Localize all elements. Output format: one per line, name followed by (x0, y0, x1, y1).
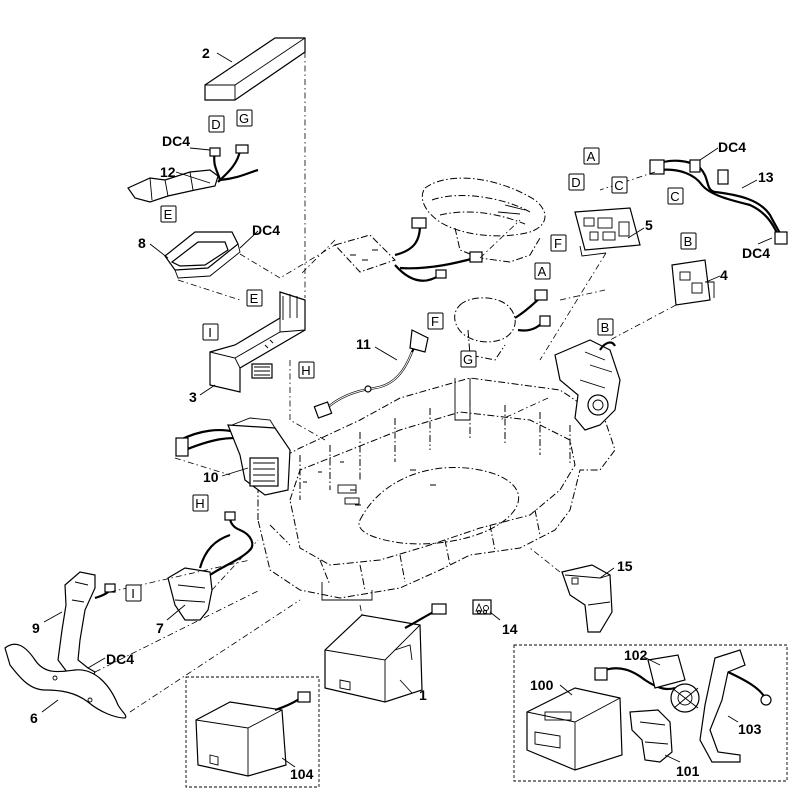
connector-h-bracket: H (301, 363, 310, 378)
charge-module-101 (629, 709, 673, 763)
connector-f-board: F (554, 236, 562, 251)
bracket-7 (167, 511, 254, 621)
display-cover-unit (421, 177, 546, 263)
top-cover-plate (204, 37, 306, 101)
drive-motor-icon (454, 289, 551, 361)
connector-d-top: D (211, 117, 220, 132)
connector-b-motor: B (601, 320, 610, 335)
connector-e-left: E (164, 207, 173, 222)
cable-11 (313, 329, 429, 419)
connector-b-board: B (684, 234, 693, 249)
battery-pack-100 (526, 687, 623, 771)
dc4-label-13-top: DC4 (718, 139, 746, 155)
sensor-assembly-10 (175, 417, 291, 496)
connector-h-lower: H (195, 496, 204, 511)
connector-d-board: D (571, 175, 580, 190)
exploded-guide-lines (94, 52, 677, 713)
connector-a-motor: A (538, 264, 547, 279)
battery-pack-icon (324, 603, 447, 703)
ribbon-103 (699, 649, 772, 763)
part-number-15: 15 (617, 558, 633, 574)
part-number-10: 10 (203, 469, 219, 485)
part-number-12: 12 (160, 164, 176, 180)
connector-tags (125, 109, 697, 602)
circuit-board-icon (574, 207, 641, 257)
ribbon-cable-12 (127, 144, 259, 203)
part-number-3: 3 (189, 389, 197, 405)
dc4-label-top: DC4 (162, 133, 190, 149)
part-number-5: 5 (645, 217, 653, 233)
shield-plate-6 (4, 643, 127, 719)
part-number-100: 100 (530, 677, 554, 693)
dc4-label-9: DC4 (106, 651, 134, 667)
ribbon-loop-8 (164, 231, 241, 279)
part-number-101: 101 (676, 763, 700, 779)
connector-e-bracket: E (250, 291, 259, 306)
part-number-13: 13 (758, 169, 774, 185)
part-number-1: 1 (419, 687, 427, 703)
part-number-7: 7 (156, 620, 164, 636)
leader-lines (41, 52, 773, 768)
part-number-103: 103 (738, 721, 762, 737)
part-number-104: 104 (290, 766, 314, 782)
wire-harness-icon (649, 159, 788, 245)
mounting-bracket-3 (209, 291, 306, 393)
part-number-2: 2 (202, 45, 210, 61)
connector-g-center: G (463, 352, 473, 367)
gear-motor-right (554, 339, 621, 431)
part-number-102: 102 (624, 647, 648, 663)
connector-f-cable: F (431, 314, 439, 329)
battery-pack-104 (195, 691, 311, 777)
part-number-4: 4 (720, 267, 728, 283)
connector-i-bracket: I (208, 325, 212, 340)
connector-c-harness: C (670, 189, 679, 204)
part-number-6: 6 (30, 710, 38, 726)
part-number-14: 14 (502, 621, 518, 637)
part-15-housing (561, 564, 613, 633)
warning-label-icon (472, 599, 492, 615)
connector-c-board: C (614, 178, 623, 193)
circuit-board-4 (671, 259, 715, 306)
connector-g-top: G (239, 111, 249, 126)
dc4-label-8: DC4 (252, 222, 280, 238)
small-board (334, 217, 483, 282)
connector-i-lower: I (131, 586, 135, 601)
chassis-frame-icon (257, 377, 616, 601)
dc4-label-13-bottom: DC4 (742, 245, 770, 261)
part-number-11: 11 (356, 336, 371, 352)
part-number-8: 8 (138, 235, 146, 251)
part-number-9: 9 (32, 620, 40, 636)
connector-a-board: A (587, 149, 596, 164)
